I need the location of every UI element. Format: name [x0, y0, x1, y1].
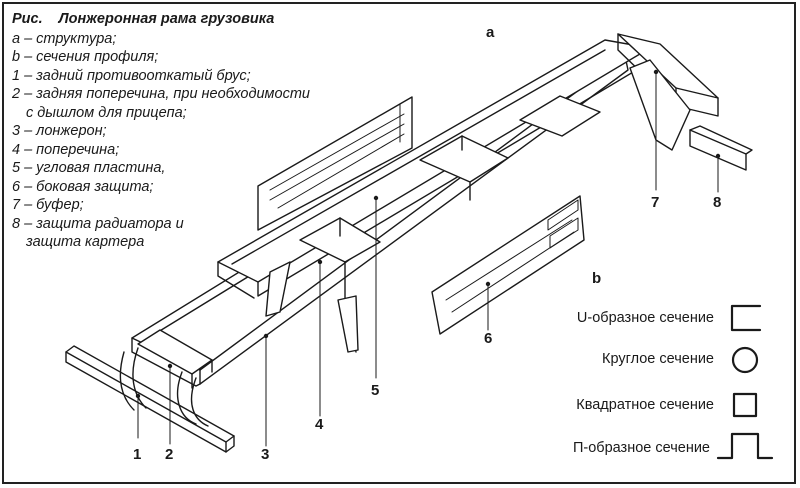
front-bumper: [617, 33, 719, 151]
legend-item-1: 1 – задний противооткатый брус;: [12, 67, 251, 84]
rear-crossmember: [137, 329, 213, 389]
legend-item-4: 4 – поперечина;: [12, 141, 120, 158]
side-protection-upper: [257, 96, 413, 231]
label-a: a: [486, 24, 495, 41]
label-7: 7: [651, 194, 660, 211]
legend-item-2: 2 – задняя поперечина, при необходимости: [12, 86, 310, 102]
p-section-label: П-образное сечение: [572, 440, 710, 456]
cross-members: [265, 95, 601, 353]
legend-item-6: 6 – боковая защита;: [12, 178, 154, 195]
legend-item-8-cont: защита картера: [26, 234, 145, 250]
figure-title: Лонжеронная рама грузовика: [58, 11, 275, 27]
label-4: 4: [315, 416, 324, 433]
p-section-icon: [716, 432, 774, 460]
round-section-icon: [731, 346, 759, 374]
legend-item-a: a – структура;: [12, 30, 117, 47]
figure-legend: Рис. Лонжеронная рама грузовика a – стру…: [12, 10, 342, 252]
legend-item-3: 3 – лонжерон;: [12, 123, 107, 139]
radiator-guard: [689, 125, 753, 171]
legend-item-8: 8 – защита радиатора и: [12, 215, 184, 232]
label-b: b: [592, 270, 602, 287]
figure-caption: Рис. Лонжеронная рама грузовика: [12, 10, 342, 29]
label-1: 1: [133, 446, 142, 463]
legend-item-2-cont: с дышлом для прицепа;: [26, 104, 187, 121]
square-section-label: Квадратное сечение: [576, 397, 714, 413]
leader-lines: [137, 71, 719, 447]
legend-item-7: 7 – буфер;: [12, 197, 84, 213]
square-section-icon: [732, 392, 758, 418]
round-section-label: Круглое сечение: [602, 351, 714, 367]
label-5: 5: [371, 382, 380, 399]
legend-item-5: 5 – угловая пластина,: [12, 160, 166, 176]
label-8: 8: [713, 194, 722, 211]
label-6: 6: [484, 330, 493, 347]
legend-item-b: b – сечения профиля;: [12, 49, 159, 65]
leader-dots: [135, 69, 721, 399]
rear-underride-bar: [65, 345, 235, 453]
label-3: 3: [261, 446, 270, 463]
u-section-icon: [730, 304, 762, 332]
side-protection-lower: [431, 195, 585, 335]
figure-number: Рис.: [12, 11, 43, 27]
label-2: 2: [165, 446, 174, 463]
u-section-label: U-образное сечение: [576, 310, 714, 326]
